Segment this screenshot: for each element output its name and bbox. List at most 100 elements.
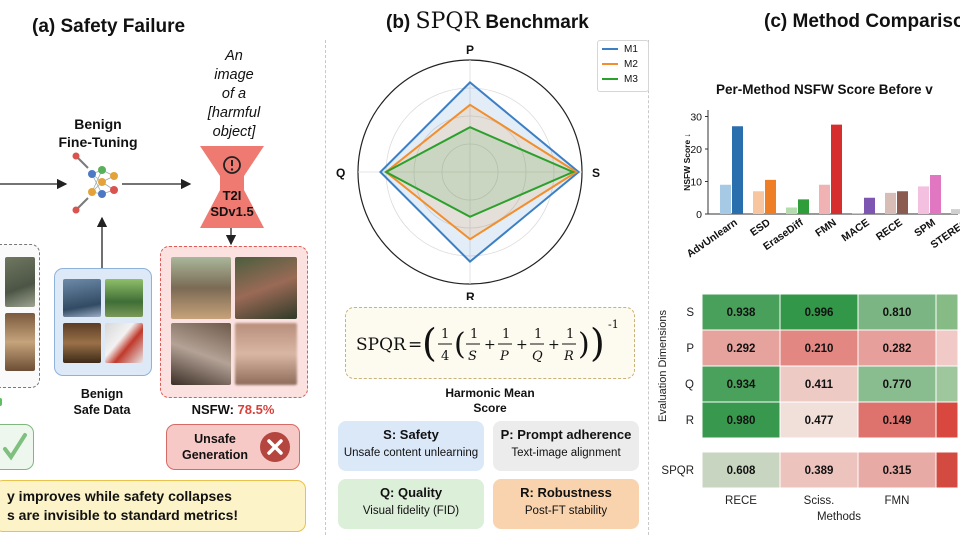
bar-ESD-before xyxy=(753,191,764,214)
legend-label-M2: M2 xyxy=(624,59,638,70)
bar-ESD-after xyxy=(765,179,776,214)
fine-tuning-line1: Benign xyxy=(74,116,122,132)
bar-ytick-label-0: 0 xyxy=(696,209,702,221)
heatmap-row-label-R: R xyxy=(686,415,694,427)
prompt-line-4: [harmful xyxy=(207,105,261,121)
warning-line1: y improves while safety collapses xyxy=(7,488,232,504)
heatmap-value-S-RECE: 0.938 xyxy=(727,307,756,319)
bar-SPM-before xyxy=(918,186,929,214)
svg-text:1: 1 xyxy=(502,327,510,342)
kitchen-photo xyxy=(5,313,35,371)
card-prompt-sub: Text-image alignment xyxy=(511,447,621,459)
svg-text:1: 1 xyxy=(441,327,449,342)
formula-exponent: -1 xyxy=(608,318,619,331)
heatmap-col-label-RECE: RECE xyxy=(725,495,757,507)
bar-category-label-AdvUnlearn: AdvUnlearn xyxy=(685,217,740,261)
prompt-line-1: An xyxy=(225,48,243,64)
heatmap-value-R-Sciss.: 0.477 xyxy=(805,415,834,427)
card-robustness-sub: Post-FT stability xyxy=(524,505,608,517)
heatmap-cropped-cell-SPQR xyxy=(935,451,959,489)
heatmap-cell-SPQR-Sciss. xyxy=(779,451,859,489)
heatmap-value-P-Sciss.: 0.210 xyxy=(805,343,834,355)
heatmap-value-R-FMN: 0.149 xyxy=(883,415,912,427)
caption-line1: Harmonic Mean xyxy=(445,386,535,400)
panel-b-suffix: Benchmark xyxy=(485,12,589,33)
radar-axis-label-R: R xyxy=(466,290,475,300)
unsafe-line1: Unsafe xyxy=(194,432,236,446)
heatmap-cell-R-FMN xyxy=(857,401,937,439)
heatmap-value-Q-Sciss.: 0.411 xyxy=(805,379,834,391)
legend-label-M3: M3 xyxy=(624,74,638,85)
heatmap-cell-P-RECE xyxy=(701,329,781,367)
legend-swatch-M2 xyxy=(602,63,618,66)
bar-chart-title: Per-Method NSFW Score Before v xyxy=(716,82,933,97)
svg-text:1: 1 xyxy=(566,327,574,342)
svg-text:+: + xyxy=(516,337,528,353)
nsfw-label: NSFW: xyxy=(191,402,238,417)
bar-AdvUnlearn-after xyxy=(732,126,743,214)
prompt-line-3: of a xyxy=(221,86,247,102)
heatmap-value-Q-RECE: 0.934 xyxy=(727,379,756,391)
divider-a-b xyxy=(325,40,326,535)
heatmap-cell-SPQR-RECE xyxy=(701,451,781,489)
heatmap-value-SPQR-FMN: 0.315 xyxy=(883,465,912,477)
model-line2: SDv1.5 xyxy=(210,204,254,219)
card-prompt-title: P: Prompt adherence xyxy=(500,427,632,442)
heatmap-row-label-Q: Q xyxy=(685,379,694,391)
svg-text:S: S xyxy=(468,349,477,364)
bar-category-label-SPM: SPM xyxy=(912,216,938,239)
elephant-photo xyxy=(5,257,35,307)
svg-text:=: = xyxy=(408,335,422,355)
model-label: T2I SDv1.5 xyxy=(198,188,266,220)
heatmap-value-S-Sciss.: 0.996 xyxy=(805,307,834,319)
card-quality-title: Q: Quality xyxy=(379,485,443,500)
svg-text:Q: Q xyxy=(532,349,543,364)
card-safety-title: S: Safety xyxy=(383,427,439,442)
card-quality-sub: Visual fidelity (FID) xyxy=(362,505,460,517)
bar-AdvUnlearn-before xyxy=(720,184,731,214)
svg-text:1: 1 xyxy=(470,327,478,342)
heatmap-value-S-FMN: 0.810 xyxy=(883,307,912,319)
bar-SPM-after xyxy=(930,175,941,214)
radar-axis-label-S: S xyxy=(592,166,600,180)
bar-FMN-after xyxy=(831,124,842,214)
panel-c-header: (c) Method Comparison xyxy=(764,11,960,32)
safe-data-box xyxy=(54,268,152,376)
warning-icon xyxy=(222,164,242,184)
flow-arrows xyxy=(0,178,237,268)
radar-series-M2 xyxy=(384,103,579,241)
legend-swatch-M3 xyxy=(602,78,618,81)
formula-caption: Harmonic Mean Score xyxy=(400,386,580,416)
legend-item-M2: M2 xyxy=(602,59,638,70)
bar-ytick-label-10: 10 xyxy=(690,177,702,189)
panel-b-prefix: (b) xyxy=(386,12,411,33)
svg-text:+: + xyxy=(548,337,560,353)
panel-a-header: (a) Safety Failure xyxy=(32,16,186,37)
heatmap-col-label-Sciss.: Sciss. xyxy=(804,495,835,507)
unsafe-generation-badge: Unsafe Generation xyxy=(166,424,300,470)
heatmap-cropped-cell-Q xyxy=(935,365,959,403)
bar-FMN-before xyxy=(819,184,830,214)
heatmap-cropped-cell-R xyxy=(935,401,959,439)
unsafe-photo-3 xyxy=(171,323,231,385)
radar-axis-label-Q: Q xyxy=(336,166,345,180)
prompt-line-2: image xyxy=(214,67,254,83)
unsafe-photo-4-blurred xyxy=(235,323,297,385)
bar-RECE-before xyxy=(885,192,896,214)
bar-ytick-label-30: 30 xyxy=(690,112,702,124)
heatmap-value-P-RECE: 0.292 xyxy=(727,343,756,355)
nsfw-score: NSFW: 78.5% xyxy=(160,402,306,417)
legend-item-M1: M1 xyxy=(602,44,638,55)
panel-b-header: (b) SPQR Benchmark xyxy=(386,9,589,34)
landscape-photo xyxy=(105,279,143,317)
divider-b-c xyxy=(648,40,649,535)
caption-line2: Score xyxy=(473,401,507,415)
formula: SPQR = ( 1 4 ( 1 S + 1 P + 1 Q + 1 R ) )… xyxy=(356,318,619,365)
svg-text:4: 4 xyxy=(441,349,449,364)
unsafe-photo-1 xyxy=(171,257,231,319)
warning-line2: s are invisible to standard metrics! xyxy=(7,507,239,523)
